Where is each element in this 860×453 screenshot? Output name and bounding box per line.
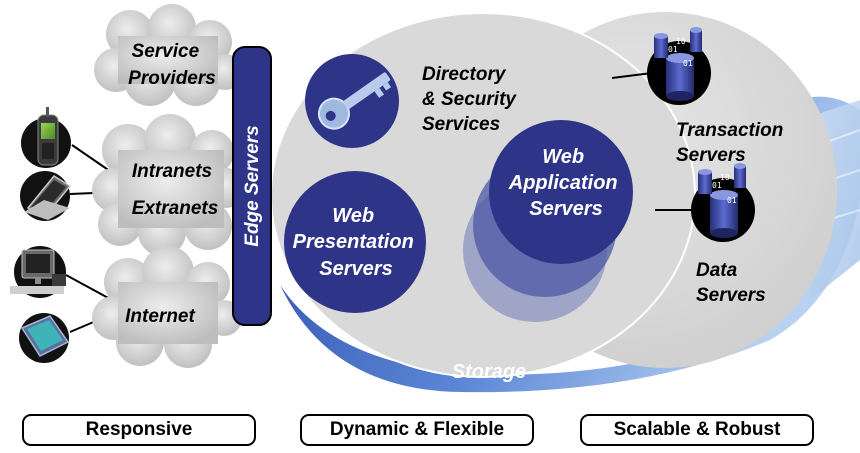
svg-text:01: 01 (668, 45, 678, 54)
cloud-service-providers (94, 4, 243, 106)
svg-text:10: 10 (720, 173, 730, 182)
edge-servers-bar (232, 46, 272, 326)
svg-text:01: 01 (712, 181, 722, 190)
web-presentation-circle (284, 171, 426, 313)
web-application-label: Web Application Servers (508, 146, 623, 220)
data-database-icon: 01 10 01 (691, 163, 755, 242)
dynamic-flexible-pill: Dynamic & Flexible (300, 414, 534, 446)
extranets-label: Extranets (132, 198, 219, 219)
svg-text:10: 10 (676, 37, 686, 46)
service-providers-label: Service Providers (128, 41, 216, 89)
web-presentation-label: Web Presentation Servers (293, 205, 420, 280)
svg-text:01: 01 (727, 196, 737, 205)
tablet-icon (19, 313, 70, 363)
data-label: Data Servers (696, 260, 766, 306)
responsive-pill: Responsive (22, 414, 256, 446)
storage-label: Storage (452, 361, 526, 383)
mobile-phone-icon (21, 107, 71, 168)
transaction-database-icon: 01 10 01 (647, 27, 711, 105)
internet-label: Internet (125, 306, 195, 327)
web-application-stack (463, 120, 633, 322)
cloud-internet (92, 246, 242, 368)
intranets-label: Intranets (132, 161, 212, 182)
cloud-intranets-extranets (92, 114, 246, 256)
directory-security-label: Directory & Security Services (422, 64, 521, 135)
svg-text:01: 01 (683, 59, 693, 68)
laptop-icon (20, 171, 72, 221)
edge-servers-label: Edge Servers (242, 125, 263, 246)
desktop-computer-icon (10, 246, 66, 298)
key-icon (317, 72, 392, 130)
transaction-label: Transaction Servers (676, 120, 789, 166)
scalable-robust-pill: Scalable & Robust (580, 414, 814, 446)
